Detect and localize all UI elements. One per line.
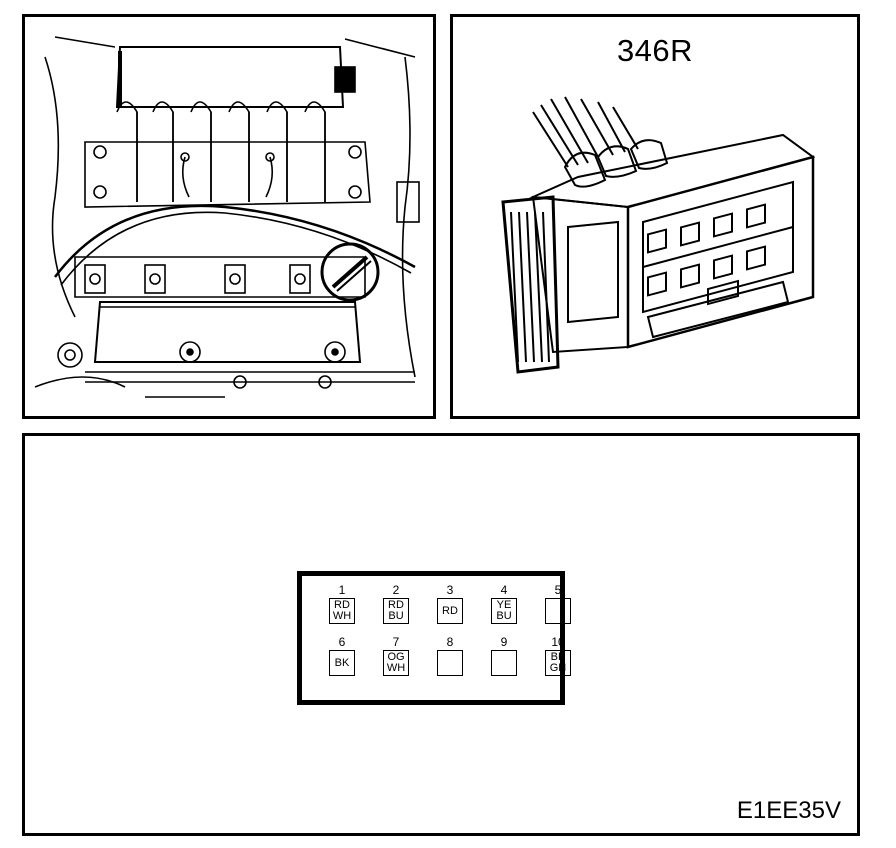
pin-color-code: YE [496, 599, 512, 611]
pin-cell-10: BK GN [545, 650, 571, 676]
pin-color-code: RD [388, 599, 404, 611]
pin-color-code: BU [496, 610, 512, 622]
pin-cell-8 [437, 650, 463, 676]
pin-number: 8 [446, 635, 454, 649]
pin-number: 7 [392, 635, 400, 649]
pin-grid: 1 RD WH 2 RD BU 3 RD 4 YE BU 5 6 BK 7 OG… [297, 571, 571, 705]
engine-drawing [34, 36, 420, 398]
pin-number: 4 [500, 583, 508, 597]
pin-color-code: RD [334, 599, 350, 611]
pin-cell-2: RD BU [383, 598, 409, 624]
pinout-panel: 1 RD WH 2 RD BU 3 RD 4 YE BU 5 6 BK 7 OG… [22, 433, 860, 836]
pin-number: 3 [446, 583, 454, 597]
pin-number: 2 [392, 583, 400, 597]
pin-number: 5 [554, 583, 562, 597]
pin-cell-5 [545, 598, 571, 624]
pin-number: 6 [338, 635, 346, 649]
pin-number: 10 [551, 635, 565, 649]
pin-cell-6: BK [329, 650, 355, 676]
pin-color-code: WH [386, 662, 406, 674]
pin-cell-1: RD WH [329, 598, 355, 624]
connector-drawing [501, 96, 816, 374]
pin-cell-4: YE BU [491, 598, 517, 624]
pin-color-code: BK [550, 651, 566, 663]
figure-code-label: E1EE35V [736, 797, 841, 824]
pin-cell-7: OG WH [383, 650, 409, 676]
pin-color-code: BU [388, 610, 404, 622]
pin-cell-9 [491, 650, 517, 676]
pin-number: 9 [500, 635, 508, 649]
pin-cell-3: RD [437, 598, 463, 624]
pin-color-code: WH [332, 610, 352, 622]
engine-bay-illustration [22, 14, 436, 419]
pin-color-code: OG [387, 651, 405, 663]
connector-illustration-panel: 346R [450, 14, 860, 419]
pin-number: 1 [338, 583, 346, 597]
connector-id-label: 346R [616, 33, 694, 68]
pin-color-code: BK [334, 656, 350, 669]
pin-color-code: RD [442, 604, 458, 617]
pin-color-code: GN [549, 662, 567, 674]
